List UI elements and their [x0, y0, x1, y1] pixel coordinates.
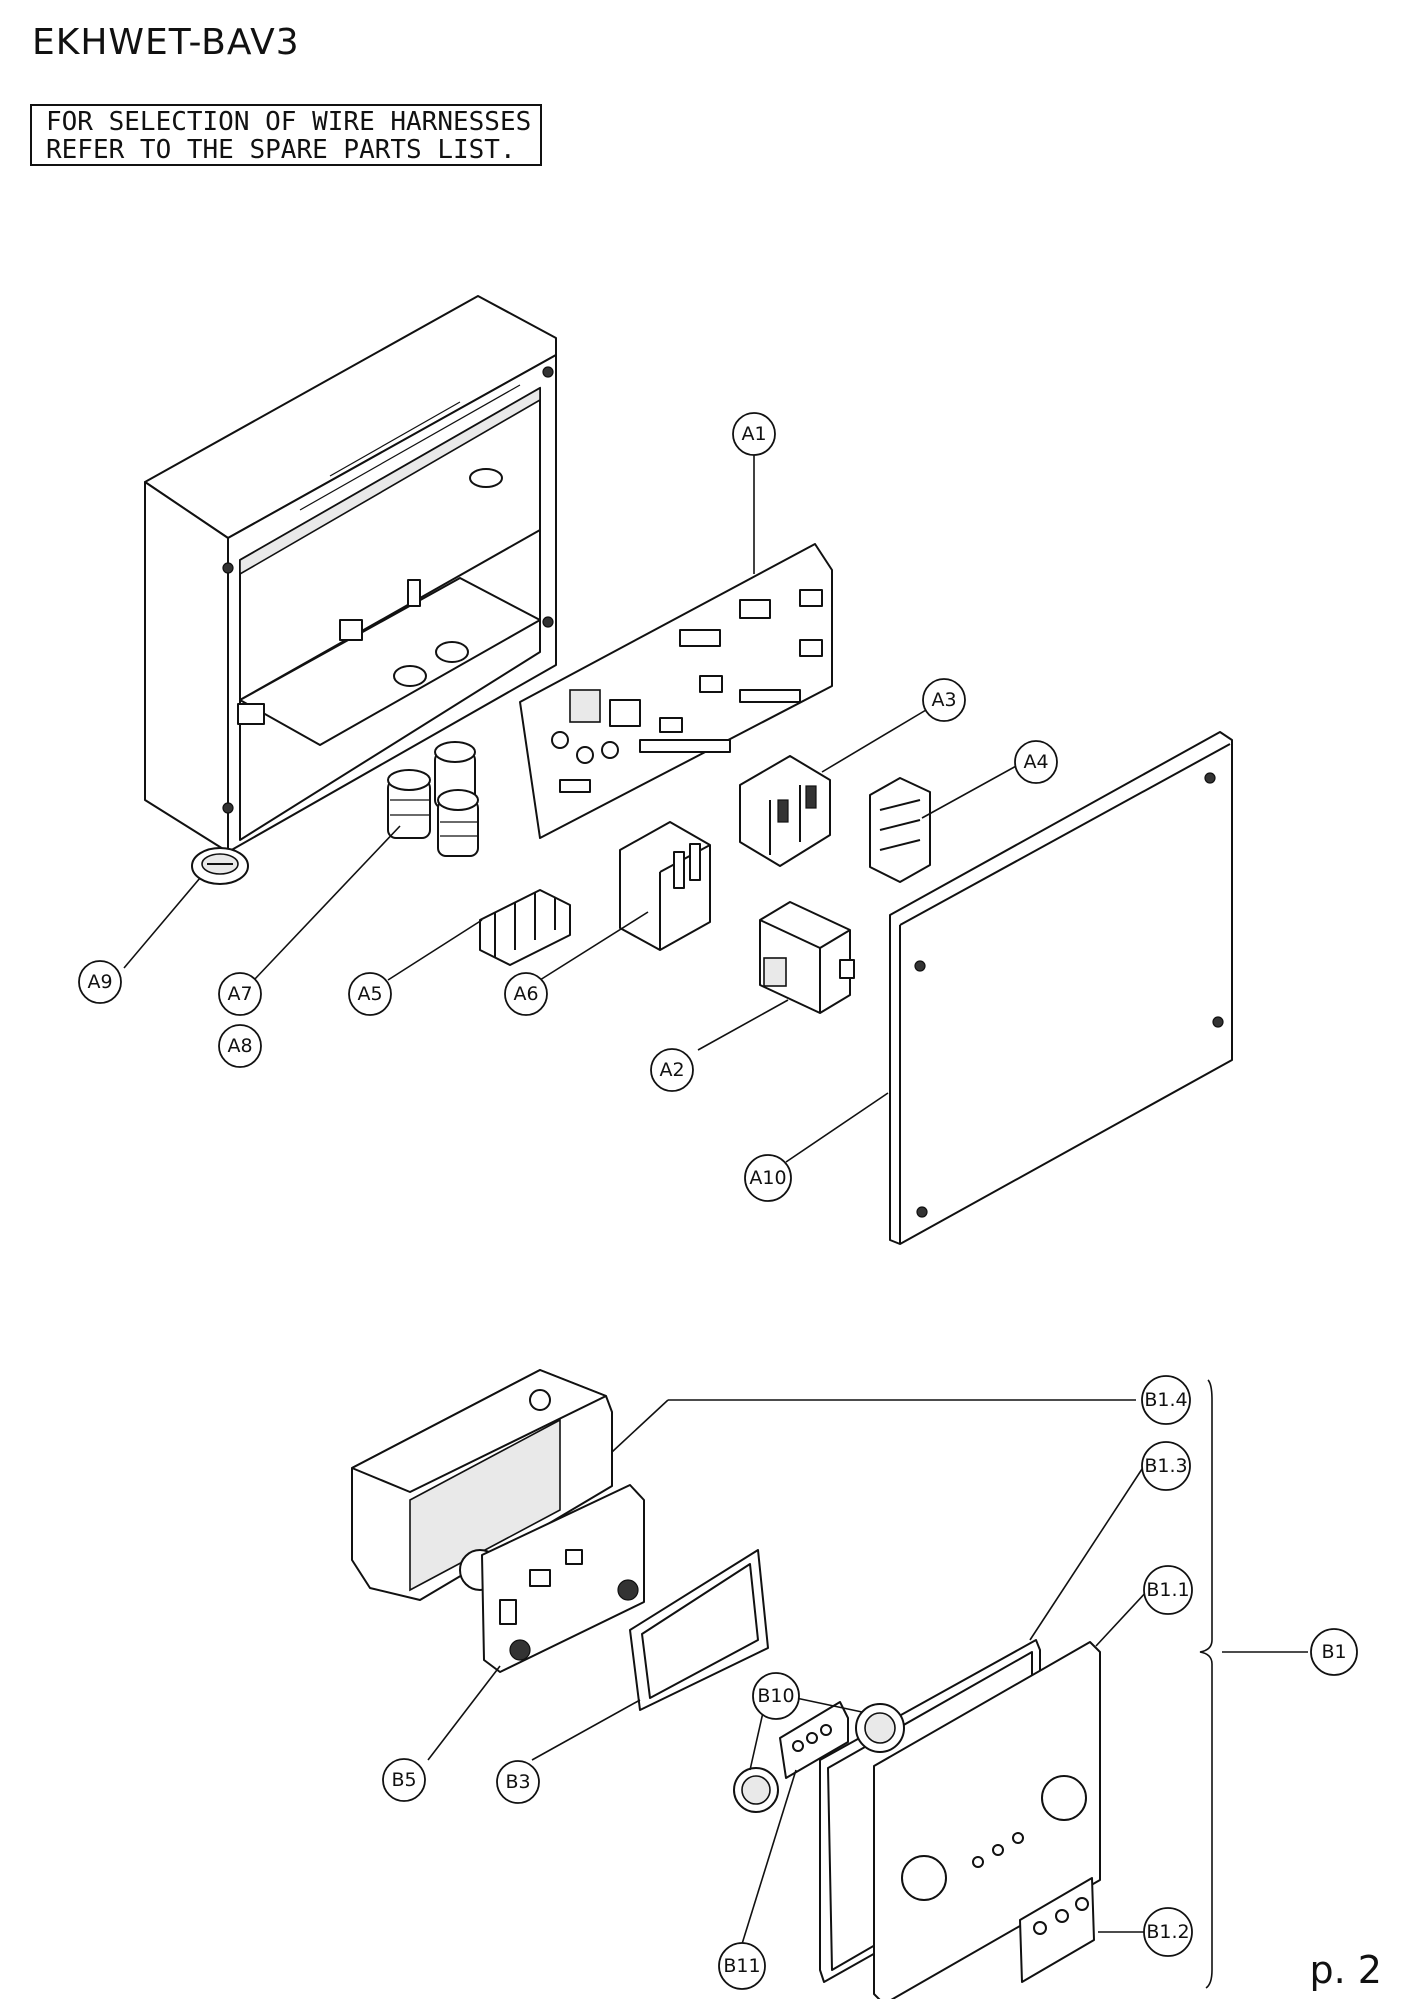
label-plate-b1-2 [1019, 1877, 1095, 1983]
svg-text:A7: A7 [227, 983, 252, 1005]
callout-a10: A10 [744, 1154, 792, 1202]
svg-text:B5: B5 [391, 1769, 416, 1791]
svg-text:A3: A3 [931, 689, 956, 711]
connector-a5 [479, 889, 571, 966]
callout-b5: B5 [382, 1758, 426, 1802]
knobs-b10 [733, 1703, 905, 1813]
svg-text:B1.4: B1.4 [1144, 1389, 1187, 1411]
note-line-2: REFER TO THE SPARE PARTS LIST. [46, 135, 516, 165]
callout-a3: A3 [922, 678, 966, 722]
terminal-strip-a4 [869, 777, 931, 883]
grommet-a9 [191, 847, 249, 885]
page-number: p. 2 [1309, 1948, 1382, 1992]
svg-text:A10: A10 [749, 1167, 786, 1189]
main-pcb [519, 543, 833, 839]
callout-b10: B10 [752, 1672, 800, 1720]
svg-text:A8: A8 [227, 1035, 252, 1057]
callout-b3: B3 [496, 1760, 540, 1804]
keypad-b11 [779, 1701, 849, 1779]
svg-text:B1.3: B1.3 [1144, 1455, 1187, 1477]
callout-a9: A9 [78, 960, 122, 1004]
svg-text:A6: A6 [513, 983, 538, 1005]
svg-text:B1.1: B1.1 [1146, 1579, 1189, 1601]
svg-text:A2: A2 [659, 1059, 684, 1081]
callout-a6: A6 [504, 972, 548, 1016]
callout-a7: A7 [218, 972, 262, 1016]
svg-text:B1.2: B1.2 [1146, 1921, 1189, 1943]
svg-text:B3: B3 [505, 1771, 530, 1793]
callout-a8: A8 [218, 1024, 262, 1068]
callout-a4: A4 [1014, 740, 1058, 784]
terminal-block-a3 [739, 755, 831, 867]
callout-a1: A1 [732, 412, 776, 456]
svg-text:A4: A4 [1023, 751, 1048, 773]
gasket-b3 [629, 1549, 769, 1711]
svg-text:B10: B10 [757, 1685, 794, 1707]
leader-lines-b [427, 1399, 1308, 1945]
b1-group-bracket [1199, 1379, 1213, 1989]
callout-b1-3: B1.3 [1141, 1441, 1191, 1491]
cable-glands-a7 [387, 741, 479, 857]
transformer-a2 [759, 901, 855, 1014]
controller-pcb-b5 [481, 1484, 645, 1673]
svg-text:B11: B11 [723, 1955, 760, 1977]
callout-b11: B11 [718, 1942, 766, 1990]
callout-b1-1: B1.1 [1143, 1565, 1193, 1615]
callout-a2: A2 [650, 1048, 694, 1092]
cover-panel-a10 [889, 731, 1233, 1245]
diagram-title: EKHWET-BAV3 [32, 22, 300, 63]
svg-text:A1: A1 [741, 423, 766, 445]
callout-a5: A5 [348, 972, 392, 1016]
enclosure-box [144, 295, 557, 853]
callout-b1-2: B1.2 [1143, 1907, 1193, 1957]
svg-text:A5: A5 [357, 983, 382, 1005]
callout-b1-4: B1.4 [1141, 1375, 1191, 1425]
svg-text:A9: A9 [87, 971, 112, 993]
leader-lines-a [123, 452, 1019, 1163]
svg-text:B1: B1 [1321, 1641, 1346, 1663]
controller-housing [351, 1369, 613, 1601]
wire-harness-note: FOR SELECTION OF WIRE HARNESSES REFER TO… [30, 104, 542, 166]
note-line-1: FOR SELECTION OF WIRE HARNESSES [46, 107, 532, 137]
contactor-a6 [619, 821, 711, 951]
callout-b1: B1 [1310, 1628, 1358, 1676]
